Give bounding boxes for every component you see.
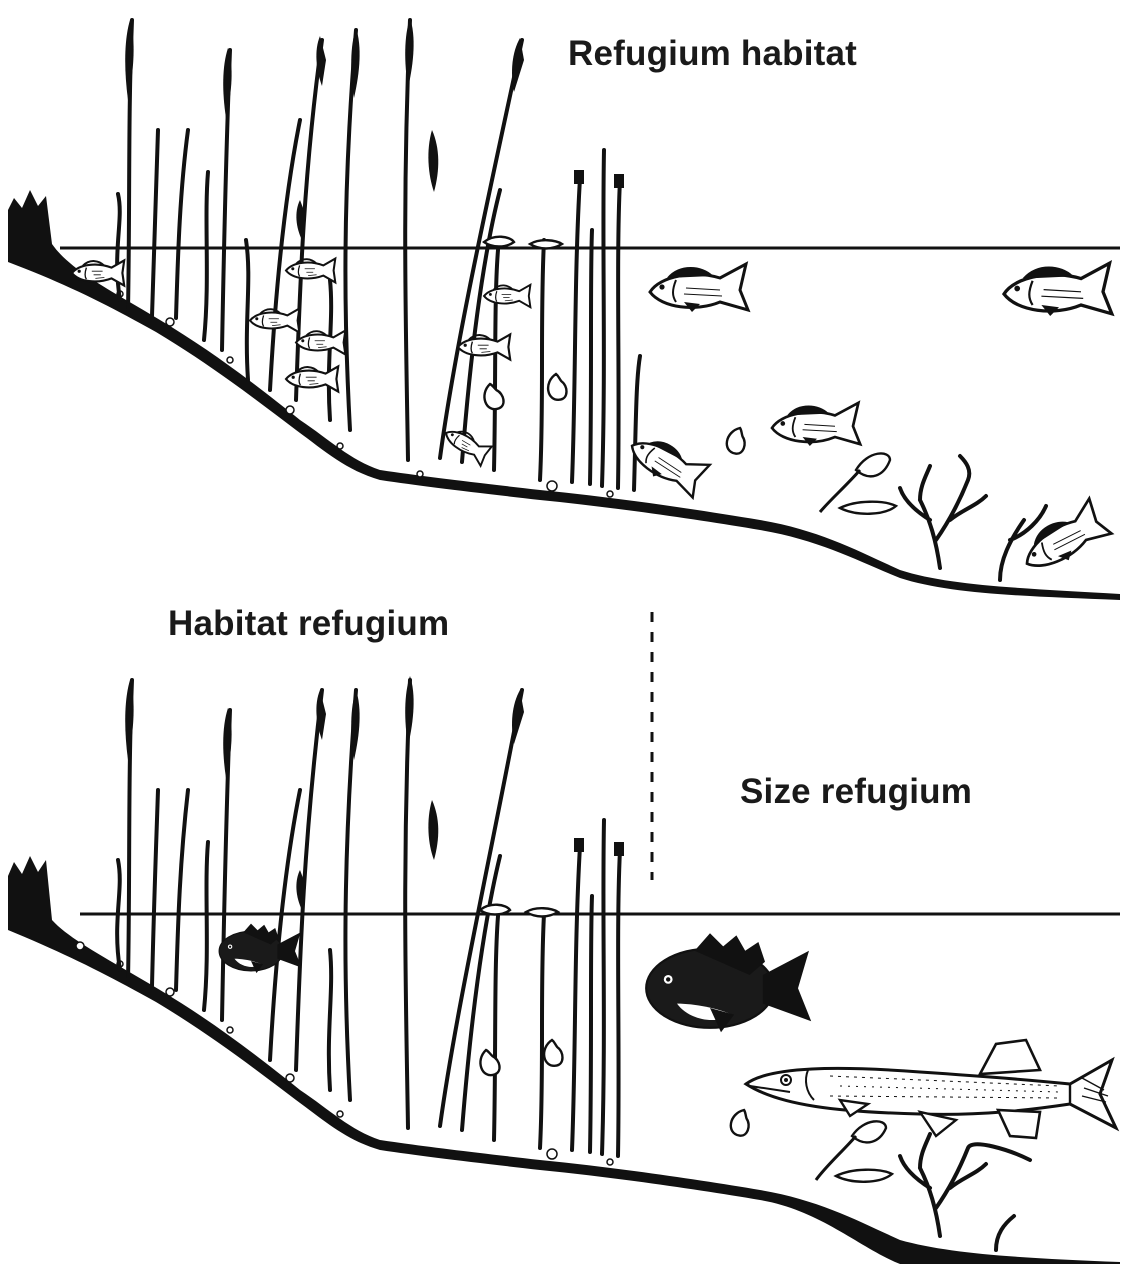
pondweed-leaf: [840, 502, 896, 514]
sunfish-icon: [646, 933, 811, 1032]
top-panel: [8, 18, 1120, 600]
pondweed-leaf: [852, 1121, 886, 1142]
bushy-plant-icon: [900, 456, 1046, 580]
pike-icon: [746, 1040, 1116, 1138]
lake-bed: [8, 856, 1120, 1264]
bottom-panel: [8, 612, 1120, 1264]
large-fish-icon: [624, 263, 1112, 579]
label-size-refugium: Size refugium: [740, 772, 972, 812]
reed-heads: [125, 676, 624, 910]
pondweed-leaf: [856, 453, 890, 476]
bushy-plant-icon: [900, 1134, 1030, 1250]
sunfish-icon: [219, 924, 302, 974]
reed-stems: [117, 20, 640, 490]
label-habitat-refugium: Habitat refugium: [168, 604, 449, 644]
reed-stems: [117, 680, 620, 1156]
reed-heads: [125, 18, 624, 240]
label-refugium-habitat: Refugium habitat: [568, 34, 857, 74]
pondweed-leaf: [836, 1170, 892, 1182]
